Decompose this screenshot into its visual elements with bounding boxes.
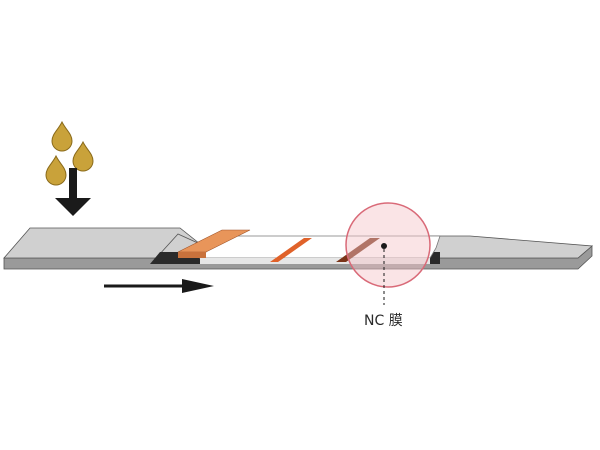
membrane-edge [200,258,430,264]
arrow-right-icon [104,279,214,293]
test-strip [3,227,593,270]
drop-icon [72,140,94,172]
highlight-circle [345,202,431,288]
drop-icon [45,154,67,186]
focus-point [381,243,387,249]
test-line [270,238,312,262]
strip-right-top [429,235,593,259]
strip-left-top [3,227,201,259]
drop-icon [51,120,73,152]
sample-pad-side [178,252,206,258]
arrow-down-icon [55,168,91,216]
callout-label: NC 膜 [364,313,403,329]
sample-drops [45,120,94,186]
